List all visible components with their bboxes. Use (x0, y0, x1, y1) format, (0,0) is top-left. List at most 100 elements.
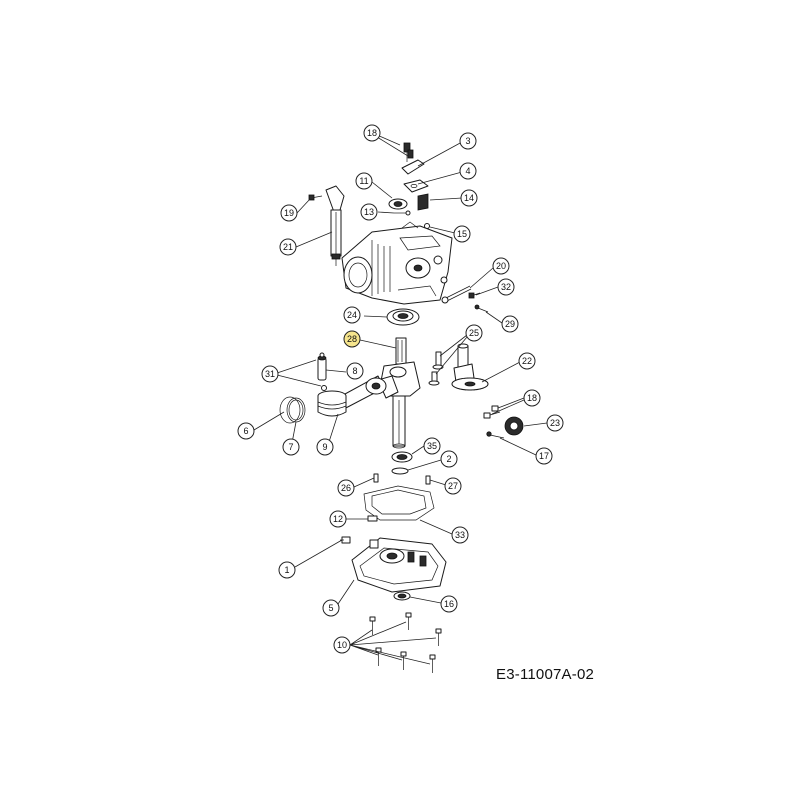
part-33-gasket (363, 485, 435, 521)
callout-16[interactable]: 16 (440, 595, 458, 613)
callout-27[interactable]: 27 (444, 477, 462, 495)
part-23-governor-gear (504, 416, 524, 436)
svg-text:29: 29 (505, 319, 515, 329)
part-35-seal (391, 451, 413, 463)
svg-text:10: 10 (337, 640, 347, 650)
drawing-code-label: E3-11007A-02 (496, 666, 595, 683)
svg-text:22: 22 (522, 356, 532, 366)
svg-text:16: 16 (444, 599, 454, 609)
svg-text:6: 6 (243, 426, 248, 436)
svg-text:14: 14 (464, 193, 474, 203)
callout-7[interactable]: 7 (282, 438, 300, 456)
svg-text:11: 11 (359, 176, 368, 186)
callout-24[interactable]: 24 (343, 306, 361, 324)
part-11-washer (388, 198, 408, 210)
svg-text:15: 15 (457, 229, 467, 239)
callout-3[interactable]: 3 (459, 132, 477, 150)
svg-text:7: 7 (288, 442, 293, 452)
part-28-crankshaft (377, 337, 421, 449)
callout-23[interactable]: 23 (546, 414, 564, 432)
part-18-governor-screws (483, 405, 501, 419)
callout-26[interactable]: 26 (337, 479, 355, 497)
svg-text:21: 21 (283, 242, 293, 252)
part-26-dowel (373, 473, 379, 483)
svg-text:26: 26 (341, 483, 351, 493)
svg-text:3: 3 (465, 136, 470, 146)
svg-text:20: 20 (496, 261, 506, 271)
part-21-dipstick-tube (325, 185, 345, 266)
callout-25[interactable]: 25 (465, 324, 483, 342)
part-9-piston (317, 390, 347, 417)
part-drawings (279, 142, 524, 673)
part-18-rocker-studs (403, 142, 414, 162)
callout-33[interactable]: 33 (451, 526, 469, 544)
part-22-camshaft (451, 343, 489, 391)
svg-text:4: 4 (465, 166, 470, 176)
part-engine-block (341, 221, 453, 305)
part-3-rocker-arm (401, 159, 425, 175)
part-14-guide-plate (417, 193, 429, 211)
leader-lines (253, 134, 548, 665)
svg-text:31: 31 (265, 369, 275, 379)
callout-15[interactable]: 15 (453, 225, 471, 243)
callout-5[interactable]: 5 (322, 599, 340, 617)
callout-4[interactable]: 4 (459, 162, 477, 180)
svg-text:8: 8 (352, 366, 357, 376)
part-24-bearing (386, 308, 420, 326)
callout-11[interactable]: 11 (355, 172, 373, 190)
part-12-dowel-pin (367, 515, 378, 522)
svg-text:27: 27 (448, 481, 458, 491)
svg-text:23: 23 (550, 418, 560, 428)
svg-text:2: 2 (446, 454, 451, 464)
callout-19[interactable]: 19 (280, 204, 298, 222)
svg-text:25: 25 (469, 328, 479, 338)
callout-20[interactable]: 20 (492, 257, 510, 275)
callout-6[interactable]: 6 (237, 422, 255, 440)
callout-29[interactable]: 29 (501, 315, 519, 333)
callout-9[interactable]: 9 (316, 438, 334, 456)
svg-text:32: 32 (501, 282, 511, 292)
part-27-dowel (425, 475, 431, 485)
svg-text:17: 17 (539, 451, 549, 461)
part-25-tappets (428, 351, 444, 386)
part-5-sump-cover (351, 537, 447, 593)
part-10-bolts (369, 612, 442, 673)
svg-text:18: 18 (527, 393, 537, 403)
callout-21[interactable]: 21 (279, 238, 297, 256)
part-6-ring (279, 396, 301, 424)
callout-8[interactable]: 8 (346, 362, 364, 380)
svg-text:1: 1 (284, 565, 289, 575)
svg-text:19: 19 (284, 208, 294, 218)
callout-31[interactable]: 31 (261, 365, 279, 383)
callout-32[interactable]: 32 (497, 278, 515, 296)
callout-2[interactable]: 2 (440, 450, 458, 468)
callout-18-top[interactable]: 18 (363, 124, 381, 142)
svg-text:35: 35 (427, 441, 437, 451)
callout-22[interactable]: 22 (518, 352, 536, 370)
part-31-piston-pin (317, 352, 327, 391)
part-7-piston-rings (286, 397, 306, 423)
callout-10[interactable]: 10 (333, 636, 351, 654)
svg-text:28: 28 (347, 334, 357, 344)
svg-text:18: 18 (367, 128, 377, 138)
callout-1[interactable]: 1 (278, 561, 296, 579)
part-19-screw (308, 194, 323, 201)
callout-28-highlighted[interactable]: 28 (343, 330, 361, 348)
callout-35[interactable]: 35 (423, 437, 441, 455)
callout-12[interactable]: 12 (329, 510, 347, 528)
svg-text:12: 12 (333, 514, 343, 524)
svg-text:9: 9 (322, 442, 327, 452)
part-17-pin (486, 431, 505, 439)
part-2-washer (391, 467, 409, 475)
callout-bubbles: 18 3 4 11 14 19 13 15 21 20 32 24 29 28 … (237, 124, 564, 654)
svg-text:5: 5 (328, 603, 333, 613)
callout-18-bottom[interactable]: 18 (523, 389, 541, 407)
part-32-bolt (468, 292, 481, 299)
callout-13[interactable]: 13 (360, 203, 378, 221)
callout-17[interactable]: 17 (535, 447, 553, 465)
callout-14[interactable]: 14 (460, 189, 478, 207)
svg-text:13: 13 (364, 207, 374, 217)
part-16-seal (393, 591, 411, 601)
